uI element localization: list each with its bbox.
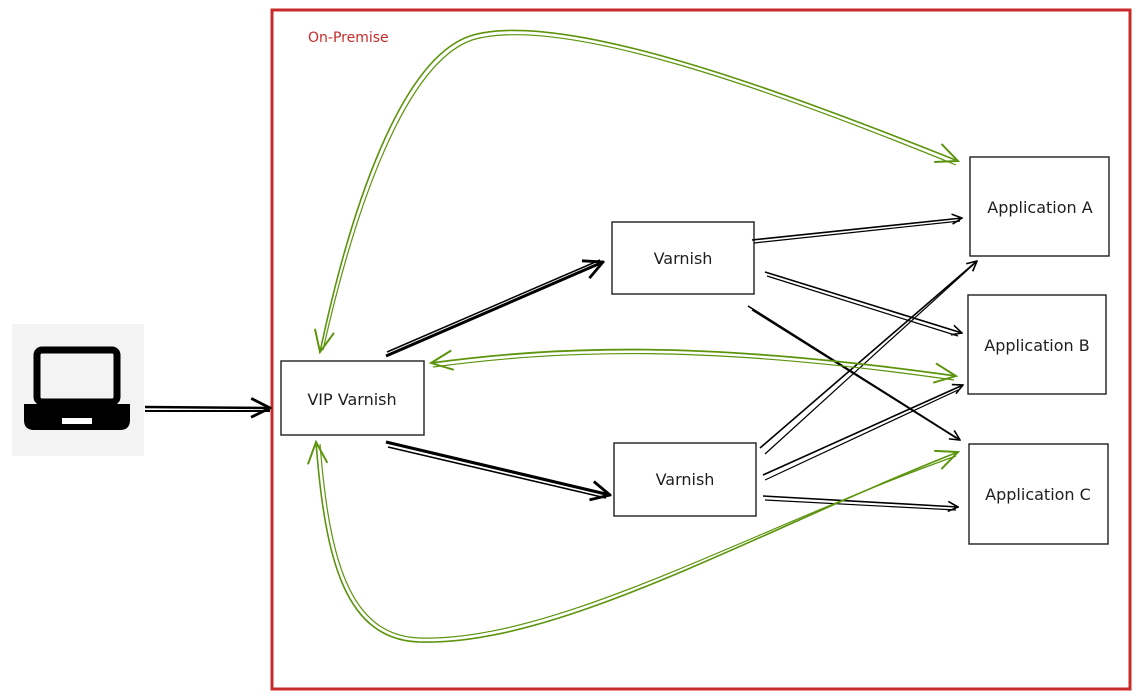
vip-varnish-node: VIP Varnish xyxy=(280,360,425,436)
varnish-top-to-app-b-arrow xyxy=(764,271,962,337)
varnish-bottom-node: Varnish xyxy=(613,442,757,517)
application-c-node: Application C xyxy=(968,443,1109,545)
vip-to-varnish-top-arrow xyxy=(385,259,603,358)
on-premise-label: On-Premise xyxy=(308,30,389,46)
vip-app-a-green-arrow xyxy=(320,29,958,352)
application-a-label: Application A xyxy=(987,198,1092,217)
laptop-icon xyxy=(12,324,144,456)
application-b-label: Application B xyxy=(984,336,1089,355)
varnish-bottom-to-app-c-arrow xyxy=(762,495,958,510)
application-b-node: Application B xyxy=(967,294,1107,395)
varnish-top-to-app-a-arrow xyxy=(751,218,962,244)
vip-app-c-green-arrow xyxy=(316,442,958,643)
vip-to-varnish-bottom-arrow xyxy=(385,440,610,498)
varnish-bottom-to-app-b-arrow xyxy=(762,385,963,481)
varnish-bottom-label: Varnish xyxy=(656,470,715,489)
client-to-vip-arrow xyxy=(144,407,270,411)
application-c-label: Application C xyxy=(985,485,1091,504)
vip-app-b-green-arrow xyxy=(431,348,956,380)
application-a-node: Application A xyxy=(969,156,1110,257)
vip-varnish-label: VIP Varnish xyxy=(307,390,396,409)
varnish-top-label: Varnish xyxy=(654,249,713,268)
on-premise-zone xyxy=(270,8,1132,691)
varnish-top-node: Varnish xyxy=(611,221,755,295)
